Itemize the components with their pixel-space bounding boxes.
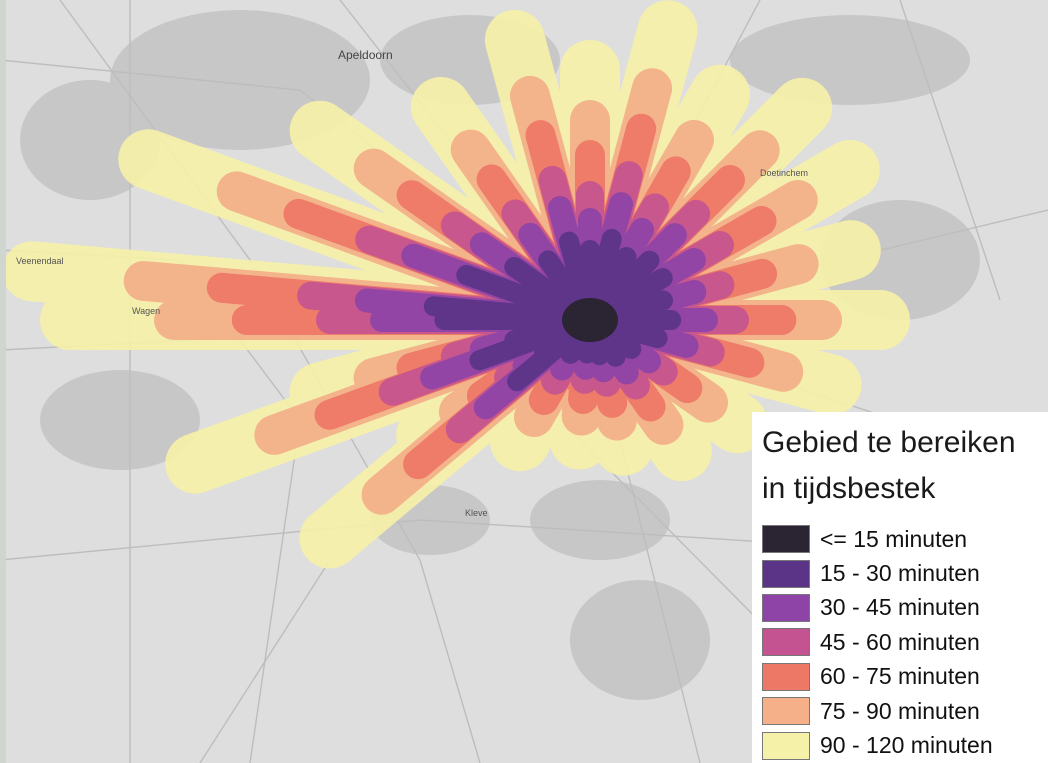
place-label-wageningen: Wagen xyxy=(132,306,161,316)
place-label-veenendaal: Veenendaal xyxy=(16,256,64,266)
travel-time-zones xyxy=(2,0,910,569)
zone-within-15-minutes xyxy=(562,298,618,342)
place-label-doetinchem: Doetinchem xyxy=(760,168,809,178)
legend-item: <= 15 minuten xyxy=(762,522,1048,556)
legend-swatch xyxy=(762,731,810,760)
legend-label: 90 - 120 minuten xyxy=(820,732,993,759)
legend-label: 45 - 60 minuten xyxy=(820,628,980,655)
legend-swatch xyxy=(762,697,810,726)
legend-label: 15 - 30 minuten xyxy=(820,560,980,587)
legend-swatch xyxy=(762,559,810,588)
legend-swatch xyxy=(762,662,810,691)
legend-label: <= 15 minuten xyxy=(820,525,968,552)
legend-item: 75 - 90 minuten xyxy=(762,694,1048,728)
map-legend: Gebied te bereiken in tijdsbestek <= 15 … xyxy=(752,412,1048,763)
legend-items: <= 15 minuten 15 - 30 minuten 30 - 45 minu… xyxy=(762,522,1048,763)
legend-item: 45 - 60 minuten xyxy=(762,625,1048,659)
legend-title-line-2: in tijdsbestek xyxy=(762,472,936,505)
legend-swatch xyxy=(762,628,810,657)
legend-item: 15 - 30 minuten xyxy=(762,556,1048,590)
legend-label: 30 - 45 minuten xyxy=(820,594,980,621)
place-label-apeldoorn: Apeldoorn xyxy=(338,48,393,62)
legend-title-line-1: Gebied te bereiken xyxy=(762,426,1016,459)
place-label-kleve: Kleve xyxy=(465,508,488,518)
legend-item: 60 - 75 minuten xyxy=(762,660,1048,694)
legend-label: 75 - 90 minuten xyxy=(820,697,980,724)
legend-swatch xyxy=(762,593,810,622)
legend-swatch xyxy=(762,525,810,554)
legend-item: 90 - 120 minuten xyxy=(762,728,1048,762)
legend-label: 60 - 75 minuten xyxy=(820,663,980,690)
map-frame-edge xyxy=(0,0,6,763)
legend-item: 30 - 45 minuten xyxy=(762,591,1048,625)
